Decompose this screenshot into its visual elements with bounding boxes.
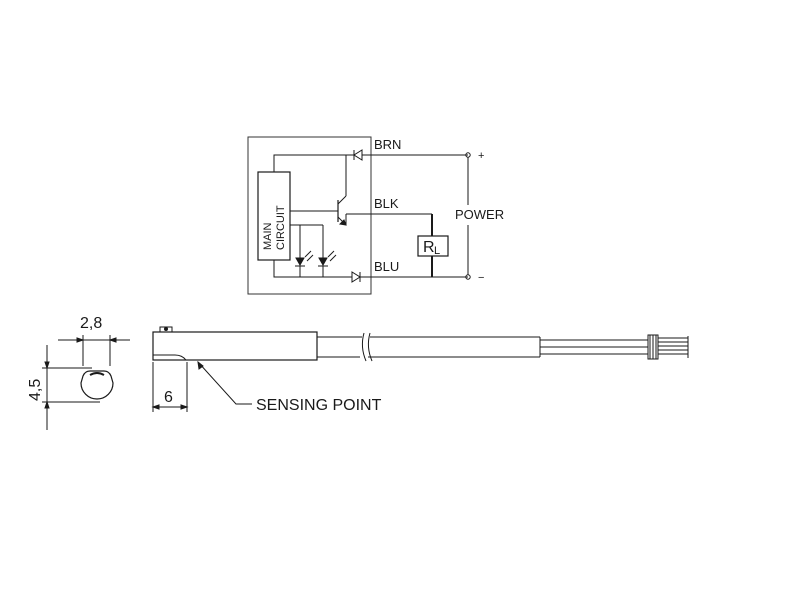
dim45-arrow-top <box>44 361 50 370</box>
cross-section-profile <box>80 370 114 400</box>
sensor-inner-curve <box>174 354 187 361</box>
sensor-side-view: 6 SENSING POINT <box>151 326 689 414</box>
sensor-body <box>152 331 318 361</box>
cable-break-2 <box>367 332 373 362</box>
dim-width-label: 2,8 <box>80 315 102 332</box>
top-rail <box>273 154 346 172</box>
transistor <box>290 155 371 226</box>
blu-terminal <box>465 274 471 280</box>
dim28-arrow-right <box>108 337 117 343</box>
sensor-cross-section: 2,8 4,5 <box>27 315 130 430</box>
main-circuit-label-2: CIRCUIT <box>275 205 287 250</box>
switch-housing <box>247 136 372 295</box>
wire-crimps <box>647 334 689 360</box>
blu-diode <box>346 271 371 283</box>
plus-label: + <box>478 150 484 162</box>
sensing-point-label: SENSING POINT <box>256 397 382 414</box>
sensing-point-leader <box>197 361 252 405</box>
load-r-label: R <box>423 239 435 256</box>
dim45-arrow-bottom <box>44 400 50 409</box>
blk-label: BLK <box>374 196 399 211</box>
cable-break-1 <box>361 332 367 362</box>
dim6-arrow-right <box>180 404 189 410</box>
led-indicators <box>290 224 337 277</box>
power-label: POWER <box>455 207 504 222</box>
dim-offset-label: 6 <box>164 389 173 406</box>
cross-section-top <box>89 372 105 376</box>
dim-height-label: 4,5 <box>27 379 44 401</box>
brn-label: BRN <box>374 137 401 152</box>
sensor-led-dot <box>164 327 168 331</box>
dim28-arrow-left <box>76 337 85 343</box>
main-circuit-label-1: MAIN <box>262 222 274 250</box>
sensing-point-arrow <box>197 360 204 370</box>
dim6-arrow-left <box>151 404 160 410</box>
minus-label: − <box>478 272 484 284</box>
blu-label: BLU <box>374 259 399 274</box>
circuit-schematic: MAIN CIRCUIT BRN + BLK <box>247 136 504 295</box>
brn-diode <box>346 149 371 161</box>
bottom-rail <box>273 260 346 278</box>
load-l-label: L <box>434 245 440 257</box>
